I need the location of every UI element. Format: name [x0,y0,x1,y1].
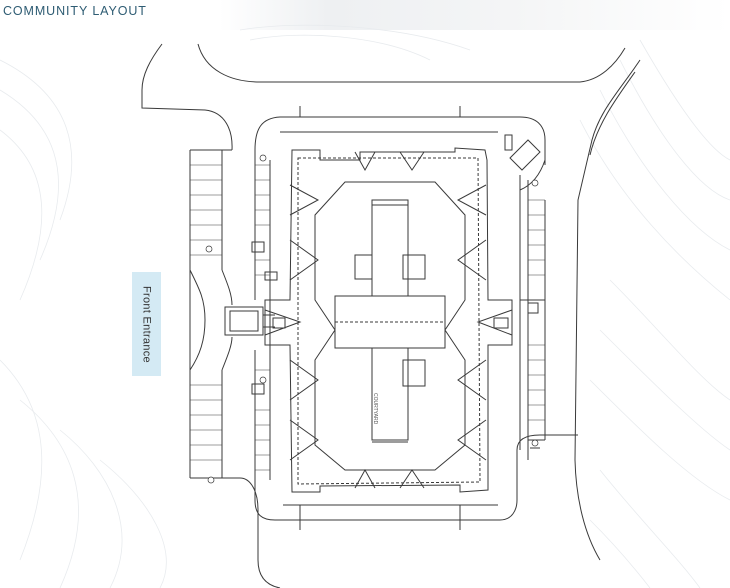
front-entrance-label: Front Entrance [140,285,153,363]
parking-stalls [190,164,545,471]
page-title: COMMUNITY LAYOUT [3,4,147,18]
site-markers [205,154,539,484]
courtyard-label: COURTYARD [372,393,378,425]
contour-lines [0,24,730,588]
linework [141,43,641,588]
header-band [0,0,730,30]
front-entrance-label-box: Front Entrance [132,272,161,376]
